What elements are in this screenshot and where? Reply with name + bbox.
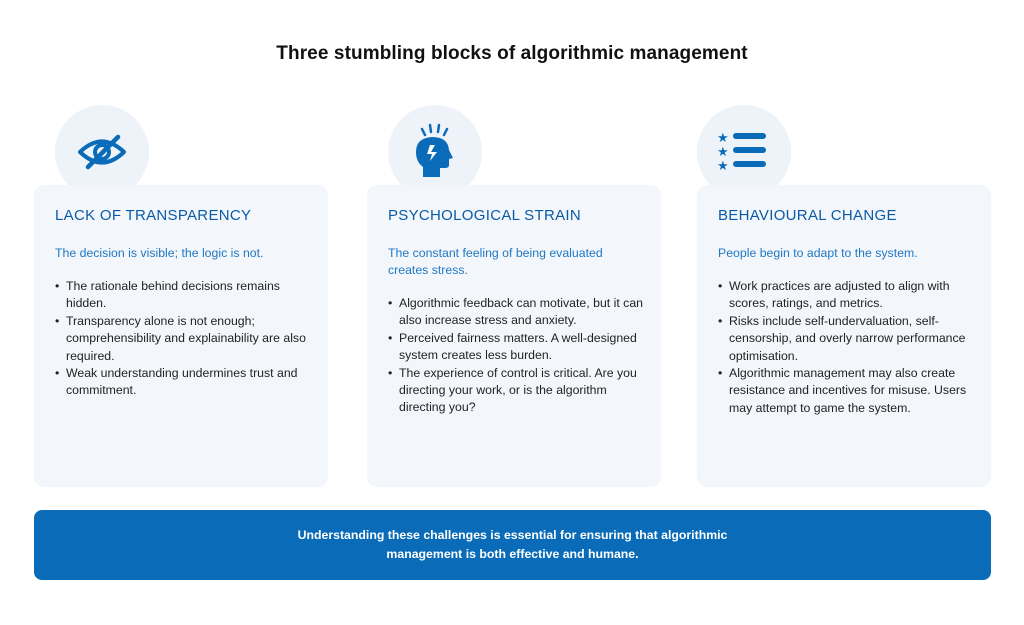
star-list-icon: ★ ★ ★ bbox=[717, 131, 766, 174]
icon-circle-behaviour: ★ ★ ★ bbox=[697, 105, 791, 199]
conclusion-text: Understanding these challenges is essent… bbox=[297, 528, 728, 561]
card-subtitle: The decision is visible; the logic is no… bbox=[55, 246, 264, 260]
icon-circle-strain bbox=[388, 105, 482, 199]
bullet-item: Algorithmic feedback can motivate, but i… bbox=[388, 295, 643, 330]
card-title: LACK OF TRANSPARENCY bbox=[55, 207, 252, 224]
conclusion-banner: Understanding these challenges is essent… bbox=[34, 510, 991, 580]
bullet-item: The experience of control is critical. A… bbox=[388, 365, 643, 417]
svg-text:★: ★ bbox=[717, 145, 729, 160]
card-behaviour: BEHAVIOURAL CHANGE People begin to adapt… bbox=[697, 185, 991, 487]
card-subtitle: The constant feeling of being evaluated … bbox=[388, 246, 603, 277]
bullet-item: Perceived fairness matters. A well-desig… bbox=[388, 330, 643, 365]
bullet-item: The rationale behind decisions remains h… bbox=[55, 278, 310, 313]
card-strain: PSYCHOLOGICAL STRAIN The constant feelin… bbox=[367, 185, 661, 487]
card-transparency: LACK OF TRANSPARENCY The decision is vis… bbox=[34, 185, 328, 487]
svg-text:★: ★ bbox=[717, 131, 729, 146]
card-title: BEHAVIOURAL CHANGE bbox=[718, 207, 897, 224]
eye-slash-icon bbox=[78, 134, 126, 170]
bullet-list: The rationale behind decisions remains h… bbox=[55, 278, 310, 400]
card-subtitle: People begin to adapt to the system. bbox=[718, 246, 918, 260]
card-title: PSYCHOLOGICAL STRAIN bbox=[388, 207, 581, 224]
bullet-item: Algorithmic management may also create r… bbox=[718, 365, 973, 417]
icon-circle-transparency bbox=[55, 105, 149, 199]
stressed-head-icon bbox=[416, 123, 453, 177]
bullet-item: Weak understanding undermines trust and … bbox=[55, 365, 310, 400]
bullet-item: Transparency alone is not enough; compre… bbox=[55, 313, 310, 365]
bullet-list: Work practices are adjusted to align wit… bbox=[718, 278, 973, 417]
page-title: Three stumbling blocks of algorithmic ma… bbox=[276, 43, 748, 64]
svg-text:★: ★ bbox=[717, 159, 729, 174]
bullet-list: Algorithmic feedback can motivate, but i… bbox=[388, 295, 643, 417]
bullet-item: Work practices are adjusted to align wit… bbox=[718, 278, 973, 313]
bullet-item: Risks include self-undervaluation, self-… bbox=[718, 313, 973, 365]
